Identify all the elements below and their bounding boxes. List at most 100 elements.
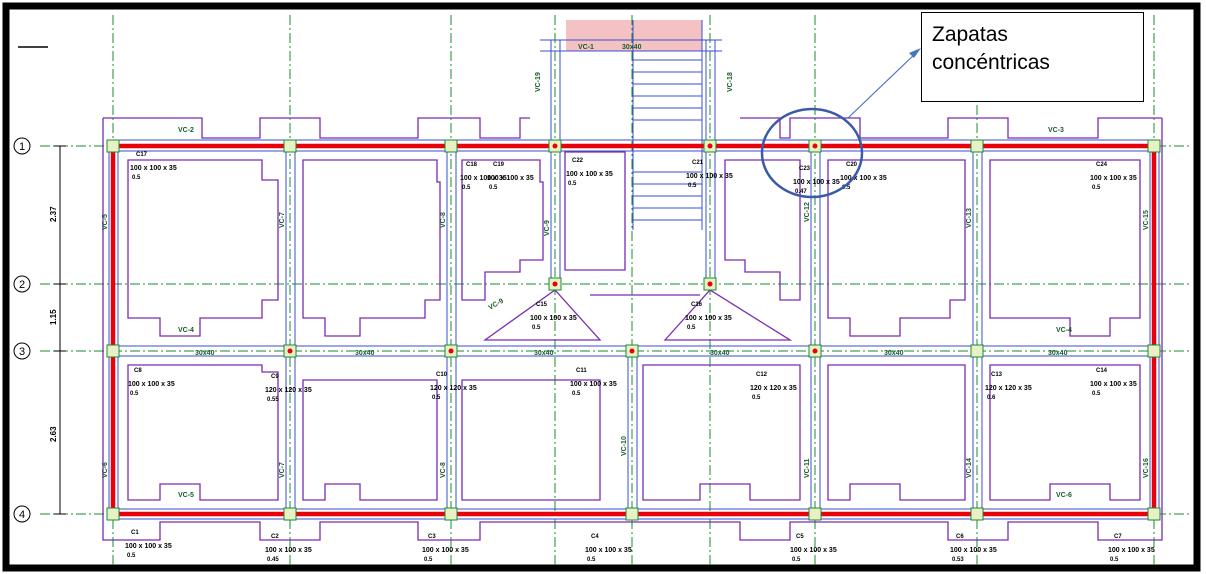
section-label: 30x40 (710, 350, 730, 357)
beam-label-vc14: VC-14 (966, 458, 973, 478)
footing-size-c4: 100 x 100 x 35 (585, 547, 632, 554)
axis-bubbles: 1 2 3 4 (13, 137, 31, 523)
dimension-1-15: 1.15 (49, 309, 58, 325)
footing-id-c4: C4 (591, 534, 599, 540)
beam-label-vc18: VC-18 (727, 72, 734, 92)
footing-depth-c16: 0.5 (687, 325, 696, 331)
footing-id-c15: C15 (536, 302, 548, 308)
column-markers (287, 143, 818, 354)
footing-depth-c4: 0.5 (587, 557, 596, 563)
footing-depth-c12: 0.5 (752, 395, 761, 401)
section-label: 30x40 (534, 350, 554, 357)
footing-depth-c18: 0.5 (462, 185, 471, 191)
footing-id-c21: C21 (692, 160, 704, 166)
beam-label-vc8: VC-8 (440, 212, 447, 228)
footing-size-c5: 100 x 100 x 35 (790, 547, 837, 554)
section-label: 30x40 (355, 350, 375, 357)
section-label: 30x40 (195, 350, 215, 357)
footing-depth-c22: 0.5 (568, 181, 577, 187)
beam-label-vc6: VC-6 (1056, 492, 1072, 499)
footing-size-c1: 100 x 100 x 35 (125, 543, 172, 550)
callout-box: Zapatas concéntricas (921, 12, 1144, 102)
footing-size-c6: 100 x 100 x 35 (950, 547, 997, 554)
footing-depth-c20: 0.5 (842, 185, 851, 191)
footing-id-c24: C24 (1096, 162, 1108, 168)
footing-id-c8: C8 (134, 368, 142, 374)
footing-id-c16: C16 (691, 302, 703, 308)
footing-depth-c14: 0.5 (1092, 391, 1101, 397)
footing-depth-c10: 0.5 (432, 395, 441, 401)
footing-depth-c9: 0.55 (267, 397, 279, 403)
footing-id-c6: C6 (956, 534, 964, 540)
footing-id-c18: C18 (466, 162, 478, 168)
beam-label-vc10: VC-10 (621, 436, 628, 456)
footing-size-c18: 100 x 100 x 35 (460, 175, 507, 182)
footing-id-c23: C23 (799, 166, 811, 172)
axis-label-3: 3 (19, 346, 25, 358)
footing-size-c12: 120 x 120 x 35 (750, 385, 797, 392)
axis-label-1: 1 (19, 141, 25, 153)
footing-id-c22: C22 (572, 158, 584, 164)
footing-id-c1: C1 (131, 530, 139, 536)
footing-size-c21: 100 x 100 x 35 (686, 173, 733, 180)
footing-size-c17: 100 x 100 x 35 (130, 165, 177, 172)
dimension-2-63: 2.63 (49, 426, 58, 442)
footing-depth-c13: 0.6 (987, 395, 996, 401)
footing-size-c19: 100 x 100 x 35 (487, 175, 534, 182)
concentric-footing-highlight (760, 107, 864, 199)
footing-id-c11: C11 (576, 368, 587, 374)
axis-label-4: 4 (19, 509, 25, 521)
beam-label-vc12: VC-12 (804, 202, 811, 222)
footing-size-c9: 120 x 120 x 35 (265, 387, 312, 394)
footing-id-c20: C20 (846, 162, 858, 168)
beam-label-vc6b: VC-6 (102, 462, 109, 478)
footing-size-c16: 100 x 100 x 35 (685, 315, 732, 322)
footing-depth-c24: 0.5 (1092, 185, 1101, 191)
footing-depth-c23: 0.47 (795, 189, 807, 195)
beam-label-vc9b: VC-9 (488, 298, 505, 312)
footing-depth-c8: 0.5 (130, 391, 139, 397)
footing-size-c22: 100 x 100 x 35 (566, 171, 613, 178)
footing-size-c11: 100 x 100 x 35 (570, 381, 617, 388)
beam-label-vc19: VC-19 (535, 72, 542, 92)
footing-id-c14: C14 (1096, 368, 1108, 374)
dimension-2-37: 2.37 (49, 206, 58, 222)
section-label: 30x40 (622, 44, 642, 51)
callout-line-2: concéntricas (932, 51, 1050, 74)
footing-size-c7: 100 x 100 x 35 (1108, 547, 1155, 554)
footing-depth-c17: 0.5 (132, 175, 141, 181)
beam-lines (108, 39, 1160, 520)
beam-label-vc13: VC-13 (966, 208, 973, 228)
footing-outlines (102, 117, 1163, 541)
footing-depth-c6: 0.53 (952, 557, 964, 563)
callout-arrow (847, 51, 918, 119)
footing-size-c24: 100 x 100 x 35 (1090, 175, 1137, 182)
footing-size-c23: 100 x 100 x 35 (793, 179, 840, 186)
footing-size-c8: 100 x 100 x 35 (128, 381, 175, 388)
footing-size-c2: 100 x 100 x 35 (265, 547, 312, 554)
footing-depth-c11: 0.5 (572, 391, 581, 397)
footing-depth-c1: 0.5 (127, 553, 136, 559)
footing-id-c2: C2 (271, 534, 279, 540)
footing-id-c13: C13 (991, 372, 1003, 378)
footing-id-c5: C5 (796, 534, 804, 540)
stair-area (566, 20, 702, 51)
axis-label-2: 2 (19, 279, 25, 291)
footing-size-c20: 100 x 100 x 35 (840, 175, 887, 182)
beam-label-vc1: VC-1 (578, 44, 594, 51)
footing-depth-c15: 0.5 (532, 325, 541, 331)
footing-size-c10: 120 x 120 x 35 (430, 385, 477, 392)
beam-label-vc8b: VC-8 (440, 462, 447, 478)
beam-label-vc11: VC-11 (804, 458, 811, 478)
beam-label-vc15: VC-15 (1143, 210, 1150, 230)
section-label: 30x40 (1048, 350, 1068, 357)
beam-label-vc7b: VC-7 (279, 462, 286, 478)
beam-label-vc16: VC-16 (1143, 458, 1150, 478)
footing-depth-c7: 0.5 (1110, 557, 1119, 563)
footing-size-c15: 100 x 100 x 35 (530, 315, 577, 322)
callout-line-1: Zapatas (932, 23, 1008, 46)
beam-label-vc4a: VC-4 (178, 327, 194, 334)
footing-id-c17: C17 (136, 152, 148, 158)
